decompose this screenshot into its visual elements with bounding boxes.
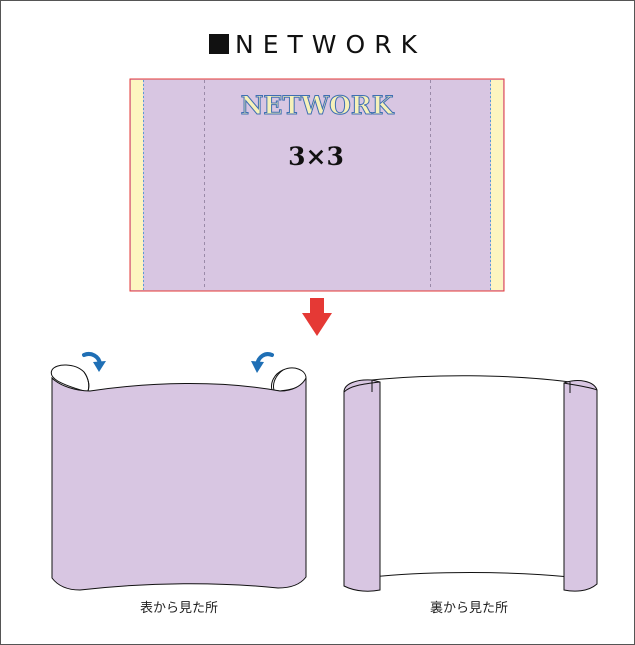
back-left-flap [343,379,381,592]
front-view [50,352,307,591]
flat-banner: NETWORK 3×3 [129,78,505,292]
right-blue-curved-arrow-icon [251,352,274,373]
back-view [343,375,598,592]
title-text: NETWORK [235,30,426,59]
banner-right-flap [491,80,503,290]
banner-size: 3×3 [288,142,344,171]
back-center-panel [371,375,571,578]
back-right-flap [563,380,598,592]
left-blue-curved-arrow-icon [82,352,106,372]
page-title: NETWORK [0,30,635,59]
front-caption: 表から見た所 [139,601,218,616]
back-caption: 裏から見た所 [429,601,508,616]
banner-name: NETWORK [241,91,395,120]
title-square-icon [209,34,230,54]
banner-outline [129,78,505,292]
front-body [51,376,307,591]
red-down-arrow-icon [302,298,332,336]
banner-left-flap [131,80,143,290]
